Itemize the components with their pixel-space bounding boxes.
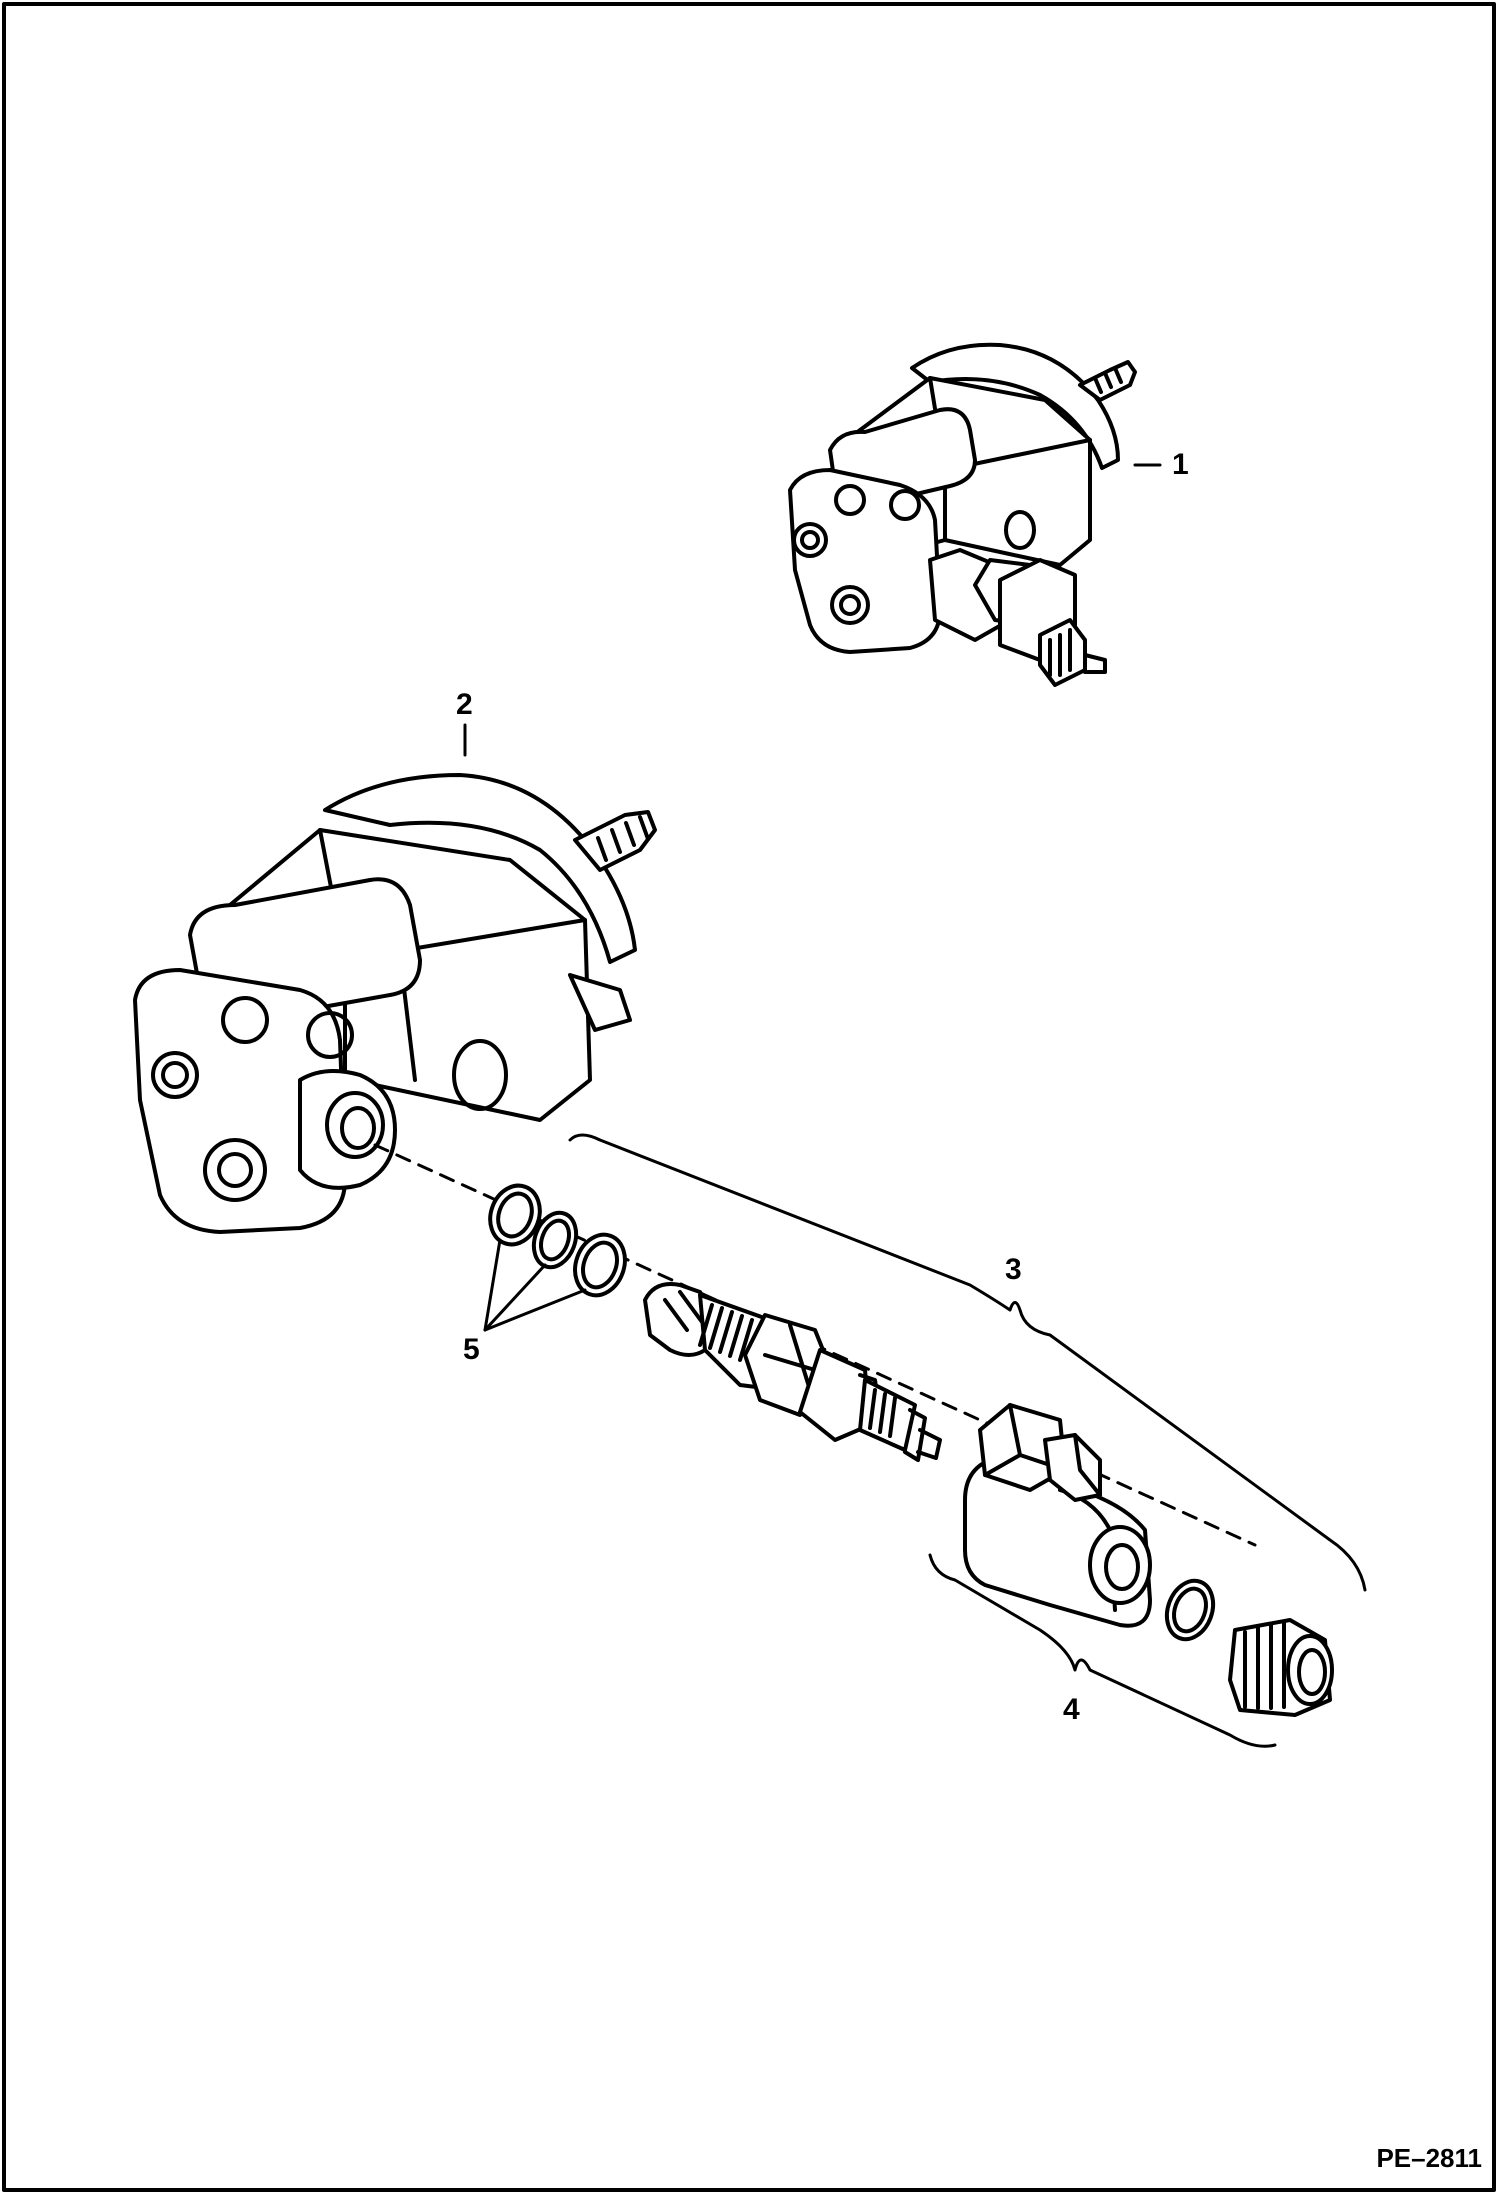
callout-1: 1 — [1172, 448, 1189, 481]
pump-assembly-small-icon — [788, 342, 1162, 687]
o-ring-set-icon — [483, 1183, 627, 1332]
bracket-3 — [568, 1133, 1367, 1592]
solenoid-coil-icon — [963, 1403, 1152, 1628]
cartridge-valve-icon — [643, 1282, 942, 1462]
coil-nut-icon — [1228, 1618, 1334, 1717]
o-ring-icon — [1164, 1578, 1216, 1642]
bracket-4 — [928, 1553, 1277, 1748]
pump-assembly-large-icon — [133, 723, 657, 1234]
callout-4: 4 — [1063, 1693, 1080, 1726]
callout-3: 3 — [1005, 1253, 1022, 1286]
drawing-id: PE–2811 — [1376, 2143, 1482, 2173]
callout-5: 5 — [463, 1333, 480, 1366]
callout-2: 2 — [456, 688, 473, 721]
